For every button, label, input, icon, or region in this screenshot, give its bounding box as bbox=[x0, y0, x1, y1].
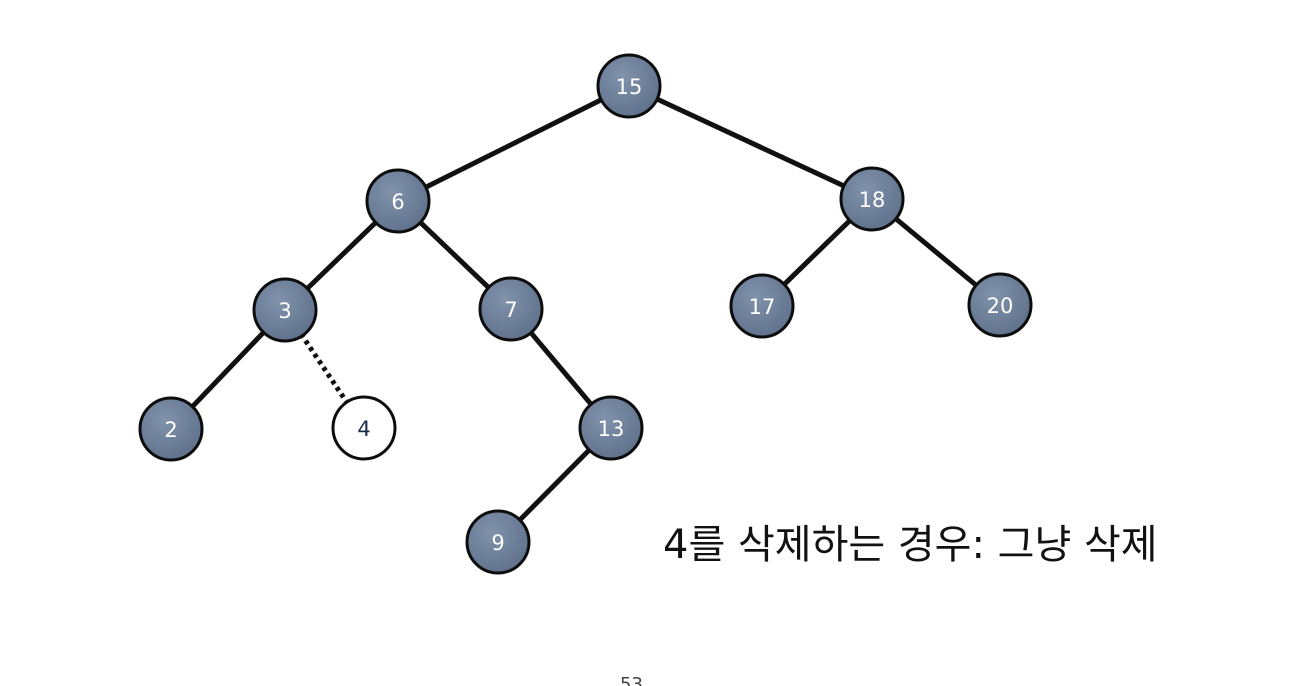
node-label: 6 bbox=[391, 190, 404, 214]
caption: 4를 삭제하는 경우: 그냥 삭제 bbox=[663, 522, 1158, 568]
edge-n3-n2 bbox=[188, 328, 268, 411]
edge-n18-n17 bbox=[780, 216, 854, 289]
tree-node-6: 6 bbox=[365, 168, 431, 234]
node-label: 18 bbox=[859, 188, 886, 212]
edge-n6-n3 bbox=[303, 218, 380, 293]
node-circle bbox=[331, 395, 397, 461]
tree-node-3: 3 bbox=[252, 277, 318, 343]
tree-node-13: 13 bbox=[578, 395, 644, 461]
node-circle bbox=[252, 277, 318, 343]
edges-layer bbox=[188, 95, 981, 524]
edge-n6-n7 bbox=[416, 218, 493, 292]
edge-n3-n4 bbox=[299, 332, 350, 406]
node-circle bbox=[729, 273, 795, 339]
edge-n13-n9 bbox=[515, 446, 594, 524]
edge-n7-n13 bbox=[527, 328, 595, 409]
page-number: 53 bbox=[620, 674, 643, 686]
node-label: 2 bbox=[164, 418, 177, 442]
tree-node-18: 18 bbox=[839, 166, 905, 232]
node-label: 4 bbox=[357, 417, 370, 441]
node-circle bbox=[478, 276, 544, 342]
node-label: 9 bbox=[491, 531, 504, 555]
node-circle bbox=[138, 396, 204, 462]
tree-node-20: 20 bbox=[967, 272, 1033, 338]
tree-node-17: 17 bbox=[729, 273, 795, 339]
node-label: 3 bbox=[278, 299, 291, 323]
node-label: 15 bbox=[616, 75, 643, 99]
tree-node-7: 7 bbox=[478, 276, 544, 342]
nodes-layer: 15 6 18 3 7 17 20 2 4 13 9 bbox=[138, 53, 1033, 575]
edge-n15-n18 bbox=[652, 95, 849, 190]
tree-node-2: 2 bbox=[138, 396, 204, 462]
node-label: 20 bbox=[987, 294, 1014, 318]
node-label: 7 bbox=[504, 298, 517, 322]
node-circle bbox=[596, 53, 662, 119]
tree-node-4: 4 bbox=[331, 395, 397, 461]
node-circle bbox=[578, 395, 644, 461]
tree-node-9: 9 bbox=[465, 509, 531, 575]
node-label: 17 bbox=[749, 295, 776, 319]
node-circle bbox=[465, 509, 531, 575]
node-circle bbox=[967, 272, 1033, 338]
tree-node-15: 15 bbox=[596, 53, 662, 119]
node-circle bbox=[365, 168, 431, 234]
edge-n18-n20 bbox=[891, 214, 981, 290]
edge-n15-n6 bbox=[421, 96, 606, 191]
node-label: 13 bbox=[598, 417, 625, 441]
node-circle bbox=[839, 166, 905, 232]
